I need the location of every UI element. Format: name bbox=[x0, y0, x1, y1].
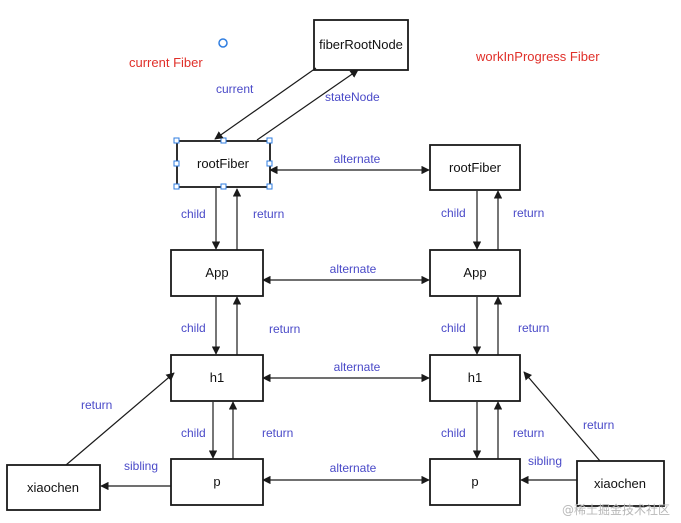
right-p-node: p bbox=[429, 458, 521, 506]
left-return-xiaochen-edge bbox=[65, 372, 175, 466]
left-return-xiaochen-label: return bbox=[81, 398, 112, 412]
right-xiaochen-label: xiaochen bbox=[594, 476, 646, 491]
alternate-h1-label: alternate bbox=[334, 360, 381, 374]
right-child-root-label: child bbox=[441, 206, 466, 220]
left-root-fiber-label: rootFiber bbox=[197, 156, 250, 171]
left-p-label: p bbox=[213, 474, 220, 489]
rotate-handle-icon bbox=[218, 38, 228, 48]
left-child-app-label: child bbox=[181, 321, 206, 335]
alternate-app-label: alternate bbox=[330, 262, 377, 276]
current-fiber-heading: current Fiber bbox=[129, 55, 203, 70]
fiber-root-node: fiberRootNode bbox=[313, 19, 409, 71]
right-return-app-label: return bbox=[518, 321, 549, 335]
work-in-progress-fiber-heading: workInProgress Fiber bbox=[475, 49, 600, 64]
left-sibling-label: sibling bbox=[124, 459, 158, 473]
right-sibling-label: sibling bbox=[528, 454, 562, 468]
state-node-edge-label: stateNode bbox=[325, 90, 380, 104]
left-app-label: App bbox=[205, 265, 228, 280]
right-h1-node: h1 bbox=[429, 354, 521, 402]
left-root-fiber-node: rootFiber bbox=[176, 140, 271, 188]
right-app-label: App bbox=[463, 265, 486, 280]
right-h1-label: h1 bbox=[468, 370, 482, 385]
state-node-edge bbox=[256, 69, 359, 141]
alternate-root-label: alternate bbox=[334, 152, 381, 166]
left-child-h1-label: child bbox=[181, 426, 206, 440]
right-root-fiber-label: rootFiber bbox=[449, 160, 502, 175]
right-return-xiaochen-edge bbox=[523, 371, 601, 462]
right-app-node: App bbox=[429, 249, 521, 297]
right-return-xiaochen-label: return bbox=[583, 418, 614, 432]
left-return-app-label: return bbox=[269, 322, 300, 336]
fiber-root-node-label: fiberRootNode bbox=[319, 37, 403, 52]
watermark: @稀土掘金技术社区 bbox=[562, 502, 670, 517]
left-h1-label: h1 bbox=[210, 370, 224, 385]
left-return-h1-label: return bbox=[262, 426, 293, 440]
right-p-label: p bbox=[471, 474, 478, 489]
right-root-fiber-node: rootFiber bbox=[429, 144, 521, 191]
left-return-root-label: return bbox=[253, 207, 284, 221]
left-xiaochen-node: xiaochen bbox=[6, 464, 101, 511]
right-child-h1-label: child bbox=[441, 426, 466, 440]
selection-handles bbox=[173, 137, 273, 190]
right-return-h1-label: return bbox=[513, 426, 544, 440]
current-edge-label: current bbox=[216, 82, 254, 96]
left-child-root-label: child bbox=[181, 207, 206, 221]
right-child-app-label: child bbox=[441, 321, 466, 335]
left-h1-node: h1 bbox=[170, 354, 264, 402]
left-xiaochen-label: xiaochen bbox=[27, 480, 79, 495]
right-return-root-label: return bbox=[513, 206, 544, 220]
alternate-p-label: alternate bbox=[330, 461, 377, 475]
left-app-node: App bbox=[170, 249, 264, 297]
right-xiaochen-node: xiaochen bbox=[576, 460, 665, 507]
left-p-node: p bbox=[170, 458, 264, 506]
current-edge bbox=[214, 67, 317, 140]
